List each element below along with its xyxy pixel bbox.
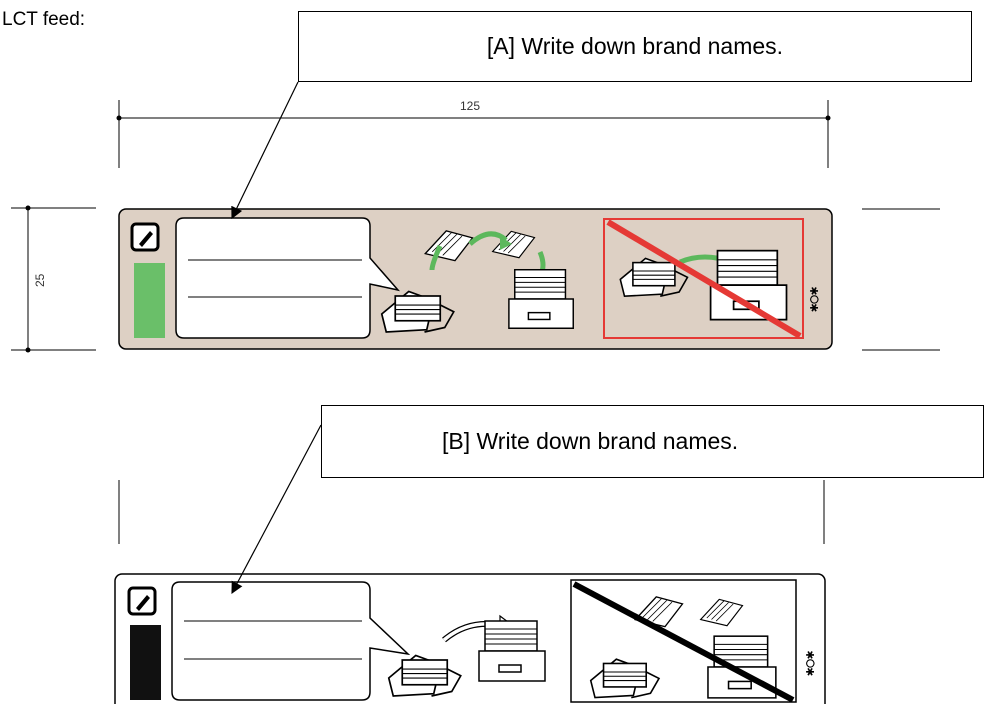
pencil-icon xyxy=(130,222,160,252)
width-label: 125 xyxy=(460,99,480,113)
intro-text: LCT feed: xyxy=(2,9,86,30)
callout-pointer-b xyxy=(231,424,322,595)
label-a: ✱○✱ xyxy=(118,208,833,350)
label-b: ✱○✱ xyxy=(114,573,826,704)
prohibited-sign-icon xyxy=(606,219,802,339)
callout-b: [B] Write down brand names. xyxy=(321,405,984,478)
label-b-indicator xyxy=(130,625,161,700)
tray-icon xyxy=(508,268,575,329)
flip-arrow-icon xyxy=(468,231,508,246)
callout-pointer-a xyxy=(231,81,299,220)
height-label: 25 xyxy=(33,273,47,287)
pencil-icon-b xyxy=(127,586,157,616)
prohibited-frame-b xyxy=(570,579,797,703)
symbol-mark-b: ✱○✱ xyxy=(802,650,818,676)
label-a-indicator xyxy=(134,263,165,338)
brand-name-box-b[interactable] xyxy=(171,581,411,701)
height-dimension: 25 xyxy=(11,205,940,353)
brand-name-box-a[interactable] xyxy=(175,217,401,339)
tray-icon-b xyxy=(477,619,547,683)
svg-text:✱○✱: ✱○✱ xyxy=(806,286,822,312)
prohibited-sign-icon-b xyxy=(572,581,795,703)
callout-a: [A] Write down brand names. xyxy=(298,11,972,82)
svg-text:✱○✱: ✱○✱ xyxy=(802,650,818,676)
tray-icon-a2 xyxy=(709,249,788,321)
symbol-mark-a: ✱○✱ xyxy=(806,286,822,312)
prohibited-frame-a xyxy=(603,218,804,339)
width-dimension: 125 xyxy=(116,99,831,168)
